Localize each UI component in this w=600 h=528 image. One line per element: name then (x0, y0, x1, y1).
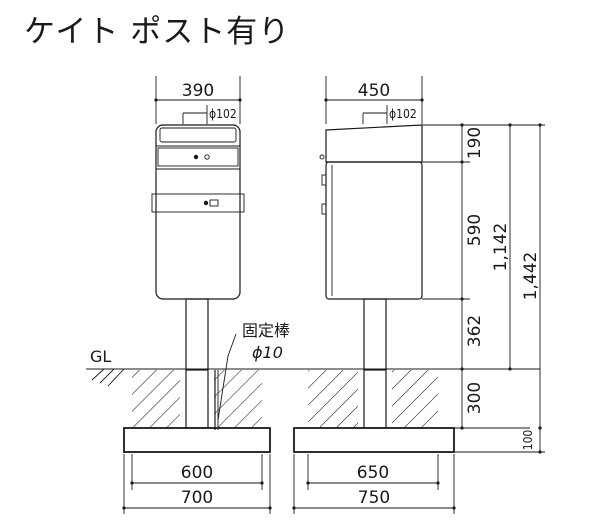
dim-h190: 190 (465, 127, 485, 159)
dim-h1442: 1,442 (521, 252, 541, 301)
bottom-dimensions: 600 700 650 750 (122, 454, 456, 514)
side-view: 450 ϕ102 (319, 76, 424, 429)
dim-h300: 300 (465, 382, 485, 414)
dim-left-found-outer: 700 (181, 488, 213, 508)
dim-right-found-inner: 650 (357, 463, 389, 483)
dim-right-top-width: 450 (358, 81, 390, 101)
post-lid-side (325, 124, 423, 163)
ground-line: GL (86, 347, 540, 387)
dim-h362: 362 (465, 315, 485, 347)
dim-left-found-inner: 600 (181, 463, 213, 483)
rod-name-label: 固定棒 (242, 321, 290, 340)
rod-dia-label: ϕ10 (252, 343, 283, 362)
dim-left-pole-dia: ϕ102 (209, 107, 237, 121)
diagram-title: ケイト ポスト有り (24, 14, 291, 50)
post-body-side (325, 161, 423, 300)
foundation-right (293, 369, 455, 453)
key-icon (193, 154, 199, 160)
dim-h100: 100 (521, 430, 535, 451)
dim-h1142: 1,142 (491, 223, 511, 272)
rod-leader (217, 355, 229, 421)
dim-left-top-width: 390 (182, 81, 214, 101)
dim-h590: 590 (465, 214, 485, 246)
dim-right-pole-dia: ϕ102 (389, 107, 417, 121)
foundation-left: 固定棒 ϕ10 (123, 321, 290, 453)
height-dimensions: 190 590 362 300 1,142 1,442 100 (422, 123, 545, 454)
dim-right-found-outer: 750 (358, 488, 390, 508)
gl-label: GL (90, 347, 111, 366)
